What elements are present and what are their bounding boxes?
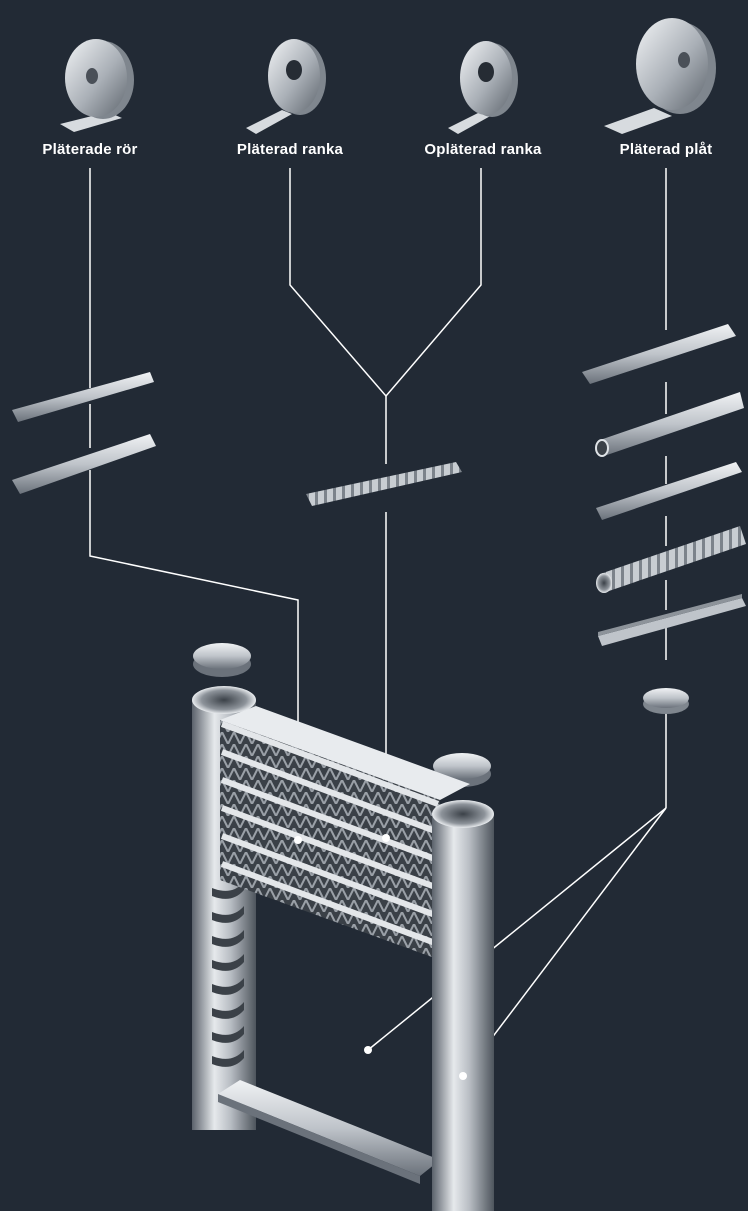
plate-ribbed-tube [596,526,746,593]
label-platerad-plat: Pläterad plåt [619,141,713,158]
label-platerad-ranka: Pläterad ranka [236,141,344,158]
plate-end-cap [643,688,689,714]
plate-oval-tube [595,392,744,457]
coil-platerade-ror [60,39,134,132]
fin-core [220,706,470,960]
header-tube-right [432,800,494,1211]
end-cap-left [193,643,251,677]
label-oplaterad-ranka: Opläterad ranka [424,141,542,158]
bottom-flat-tube [218,1080,440,1184]
coil-oplaterad-ranka [448,41,518,134]
connector-dots [294,834,467,1080]
plate-thin-strip [596,462,742,520]
plate-serrated-strip [598,594,746,646]
coil-platerad-plat [604,18,716,134]
tube-strip-2 [12,434,156,494]
coil-platerad-ranka [246,39,326,134]
plate-flat-strip [582,324,736,384]
tube-strip-1 [12,372,154,422]
label-platerade-ror: Pläterade rör [42,141,138,158]
fin-strip [306,462,462,510]
connector-lines [89,168,667,1077]
